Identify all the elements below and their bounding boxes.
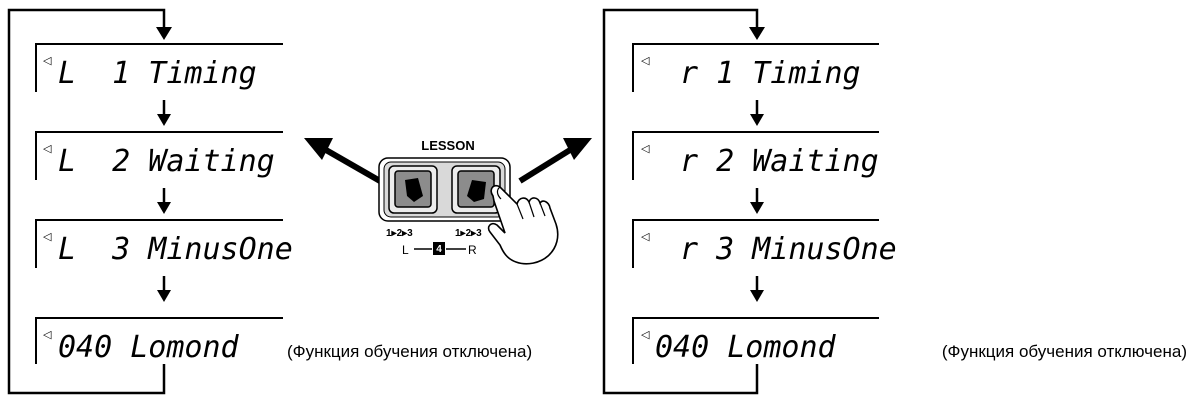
- hand-icon: [467, 180, 486, 202]
- lesson-left-button[interactable]: [388, 165, 438, 214]
- left-display-3: ◁ L 3 MinusOne: [35, 219, 293, 268]
- speaker-icon: ◁: [641, 230, 650, 243]
- speaker-icon: ◁: [641, 142, 650, 155]
- right-display-1: ◁ r 1 Timing: [632, 43, 879, 92]
- lesson-right-button[interactable]: [451, 165, 501, 214]
- right-loop-line: [602, 8, 759, 395]
- mode-number: 4: [436, 244, 442, 255]
- arrow-left-icon: [304, 138, 382, 184]
- arrow-right-icon: [518, 138, 592, 184]
- speaker-icon: ◁: [43, 230, 52, 243]
- display-text: L 2 Waiting: [58, 144, 275, 179]
- speaker-icon: ◁: [43, 328, 52, 341]
- right-caption: (Функция обучения отключена): [942, 342, 1187, 361]
- left-display-4: ◁ 040 Lomond: [35, 317, 283, 365]
- right-display-2: ◁ r 2 Waiting: [632, 131, 879, 180]
- right-sequence: 1▸2▸3: [455, 228, 482, 239]
- left-loop-line: [7, 8, 166, 395]
- display-text: r 1 Timing: [680, 56, 861, 91]
- display-text: L 3 MinusOne: [58, 232, 293, 267]
- hand-icon: [405, 178, 423, 202]
- speaker-icon: ◁: [641, 328, 650, 341]
- lesson-title: LESSON: [421, 138, 474, 153]
- speaker-icon: ◁: [43, 54, 52, 67]
- display-text: r 2 Waiting: [680, 144, 879, 179]
- display-text: 040 Lomond: [58, 330, 240, 365]
- left-display-2: ◁ L 2 Waiting: [35, 131, 283, 180]
- right-display-4: ◁ 040 Lomond: [632, 317, 879, 365]
- left-sequence: 1▸2▸3: [386, 228, 413, 239]
- display-text: 040 Lomond: [655, 330, 837, 365]
- display-text: L 1 Timing: [58, 56, 257, 91]
- speaker-icon: ◁: [43, 142, 52, 155]
- right-display-3: ◁ r 3 MinusOne: [632, 219, 897, 268]
- left-display-1: ◁ L 1 Timing: [35, 43, 283, 92]
- left-panel: ◁ L 1 Timing ◁ L 2 Waiting ◁ L 3 MinusOn…: [7, 8, 532, 395]
- left-hand-label: L: [402, 243, 409, 257]
- speaker-icon: ◁: [641, 54, 650, 67]
- right-hand-label: R: [468, 243, 477, 257]
- display-text: r 3 MinusOne: [680, 232, 897, 267]
- lesson-panel: LESSON 1▸2▸3 1▸2▸3 L 4 R: [304, 138, 592, 265]
- right-panel: ◁ r 1 Timing ◁ r 2 Waiting ◁ r 3 MinusOn…: [602, 8, 1187, 395]
- left-caption: (Функция обучения отключена): [287, 342, 532, 361]
